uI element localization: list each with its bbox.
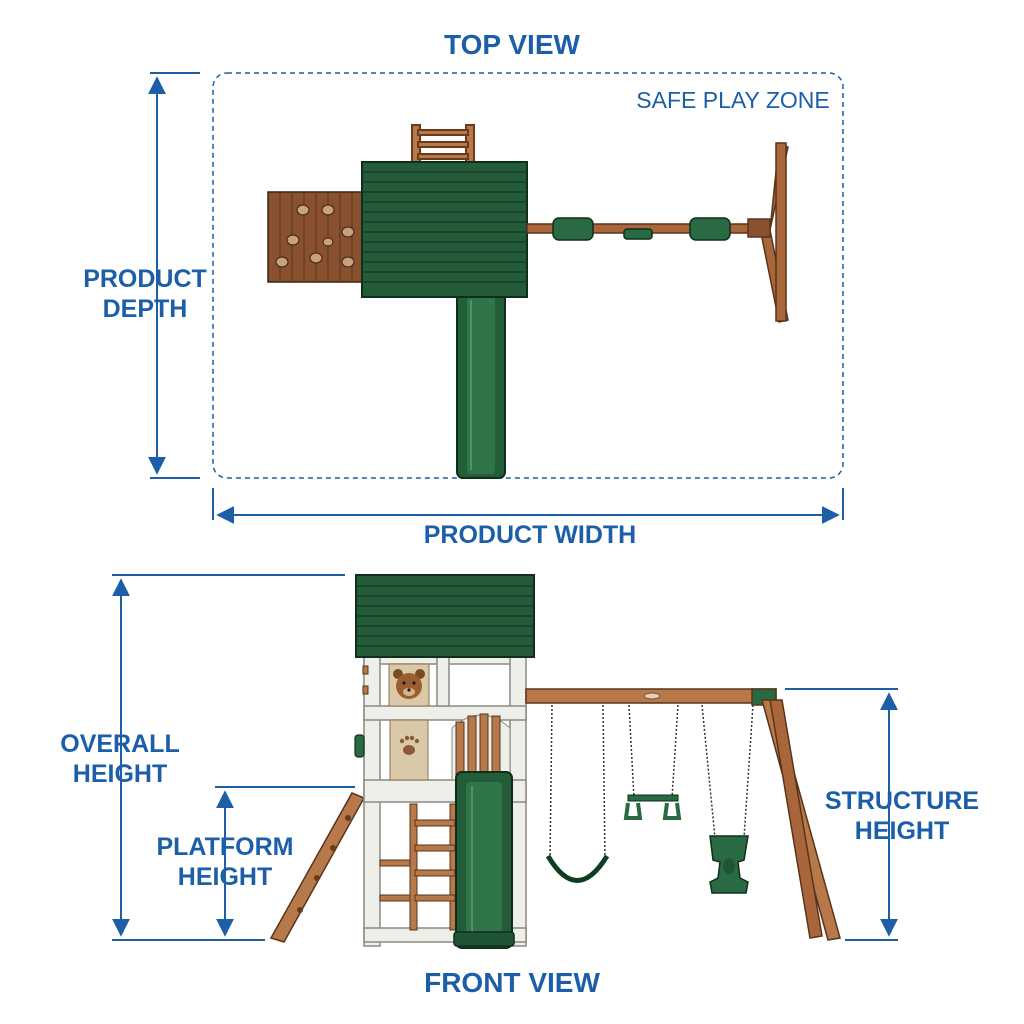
top-view-title: TOP VIEW xyxy=(444,29,580,60)
roof-front xyxy=(355,574,535,658)
product-width-dimension xyxy=(212,488,844,524)
paw-panel xyxy=(389,719,429,781)
structure-height-dimension xyxy=(785,688,898,941)
wood-railing xyxy=(451,713,511,781)
trapeze-bar xyxy=(623,704,682,820)
slide-top xyxy=(456,291,506,479)
belt-swing xyxy=(549,704,606,861)
safe-play-zone-border xyxy=(212,72,844,479)
steering-wheel xyxy=(354,734,365,758)
rock-wall-deck-top xyxy=(267,191,363,283)
product-depth-dimension xyxy=(148,72,200,479)
swing-beam-front xyxy=(525,688,841,941)
side-pegs xyxy=(362,665,369,695)
safe-play-zone-label: SAFE PLAY ZONE xyxy=(636,87,830,113)
ladder-front xyxy=(379,803,458,931)
platform-height-label: PLATFORM HEIGHT xyxy=(156,833,294,891)
structure-height-label: STRUCTURE HEIGHT xyxy=(824,787,980,845)
front-view-title: FRONT VIEW xyxy=(424,967,600,998)
ladder-top xyxy=(411,124,475,166)
belt-seat xyxy=(545,854,610,883)
toddler-swing xyxy=(701,704,754,894)
bear-panel xyxy=(388,663,430,707)
platform-height-dimension xyxy=(215,786,355,937)
overall-height-label: OVERALL HEIGHT xyxy=(60,730,180,788)
overall-height-dimension xyxy=(112,574,345,941)
slide-front xyxy=(453,771,515,949)
swing-seats-top xyxy=(552,217,731,241)
product-depth-label: PRODUCT DEPTH xyxy=(83,265,207,323)
product-width-label: PRODUCT WIDTH xyxy=(423,521,637,549)
roof-top xyxy=(361,161,528,298)
